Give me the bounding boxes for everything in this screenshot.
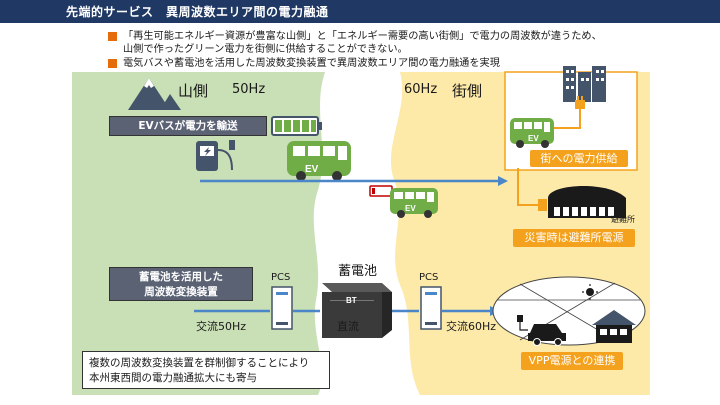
dc-label: 直流 — [337, 320, 359, 333]
bus-text: EV — [305, 164, 319, 175]
solar-house-icon — [592, 310, 636, 343]
mountain-side-label: 山側 — [178, 82, 209, 100]
ev-bus-icon — [287, 141, 351, 181]
mountain-icon — [128, 78, 181, 110]
frequency-conversion-arrow — [194, 306, 500, 316]
battery-converter-label-line2: 周波数変換装置 — [144, 286, 218, 298]
shelter-power-label: 災害時は避難所電源 — [524, 231, 624, 244]
bullet-square-icon — [108, 58, 117, 68]
battery-storage-icon — [322, 283, 392, 338]
city-side-label: 街側 — [452, 82, 483, 100]
bus-text: EV — [528, 134, 539, 143]
city-supply-box: 街への電力供給 — [530, 150, 628, 167]
battery-full-icon — [271, 116, 322, 136]
shelter-power-connector — [517, 168, 547, 211]
electric-car-icon — [517, 315, 566, 346]
note-line-2: 本州東西間の電力融通拡大にも寄与 — [89, 372, 257, 384]
bullet-list: 「再生可能エネルギー資源が豊富な山側」と「エネルギー需要の高い街側」で電力の周波… — [108, 30, 708, 70]
shelter-icon — [548, 185, 626, 218]
buildings-icon — [563, 66, 606, 102]
ev-bus-transport-label: EVバスが電力を輸送 — [138, 120, 238, 132]
city-frequency-label: 60Hz — [404, 82, 438, 97]
bullet-text: 電気バスや蓄電池を活用した周波数変換装置で異周波数エリア間の電力融通を実現 — [123, 57, 500, 69]
bullet-text-continued: 山側で作ったグリーン電力を街側に供給することができない。 — [123, 44, 408, 56]
ev-bus-small-icon — [390, 188, 438, 218]
mountain-area — [72, 72, 325, 395]
vpp-label: VPP電源との連携 — [528, 354, 616, 367]
ev-bus-city-icon — [510, 118, 554, 148]
battery-converter-box: 蓄電池を活用した 周波数変換装置 — [109, 267, 253, 301]
note-line-1: 複数の周波数変換装置を群制御することにより — [89, 357, 310, 369]
bus-text: EV — [405, 204, 416, 213]
shelter-tag: 避難所 — [611, 215, 635, 224]
sun-icon — [582, 284, 598, 300]
power-transport-arrow — [200, 176, 508, 186]
plug-icon — [548, 96, 585, 129]
vpp-box: VPP電源との連携 — [521, 352, 623, 370]
page-title: 先端的サービス 異周波数エリア間の電力融通 — [66, 5, 329, 19]
ac50-label: 交流50Hz — [196, 320, 247, 333]
ev-bus-transport-box: EVバスが電力を輸送 — [109, 116, 267, 136]
bullet-square-icon — [108, 32, 117, 41]
bullet-text: 「再生可能エネルギー資源が豊富な山側」と「エネルギー需要の高い街側」で電力の周波… — [123, 31, 602, 42]
bullet-item: 電気バスや蓄電池を活用した周波数変換装置で異周波数エリア間の電力融通を実現 — [108, 57, 708, 70]
pcs-right-label: PCS — [419, 272, 439, 283]
battery-label: 蓄電池 — [338, 264, 378, 279]
pcs-left-icon — [271, 286, 293, 330]
battery-converter-label-line1: 蓄電池を活用した — [139, 271, 223, 283]
ac60-label: 交流60Hz — [446, 320, 497, 333]
bt-text: BT — [346, 296, 357, 305]
mountain-frequency-label: 50Hz — [232, 82, 266, 97]
ev-charger-icon — [196, 140, 235, 171]
pcs-left-label: PCS — [271, 272, 291, 283]
bullet-item: 「再生可能エネルギー資源が豊富な山側」と「エネルギー需要の高い街側」で電力の周波… — [108, 30, 708, 43]
note-box: 複数の周波数変換装置を群制御することにより 本州東西間の電力融通拡大にも寄与 — [82, 351, 330, 389]
shelter-power-box: 災害時は避難所電源 — [513, 229, 635, 247]
pcs-right-icon — [420, 286, 442, 330]
city-supply-label: 街への電力供給 — [540, 152, 618, 165]
title-bar: 先端的サービス 異周波数エリア間の電力融通 — [0, 0, 720, 23]
